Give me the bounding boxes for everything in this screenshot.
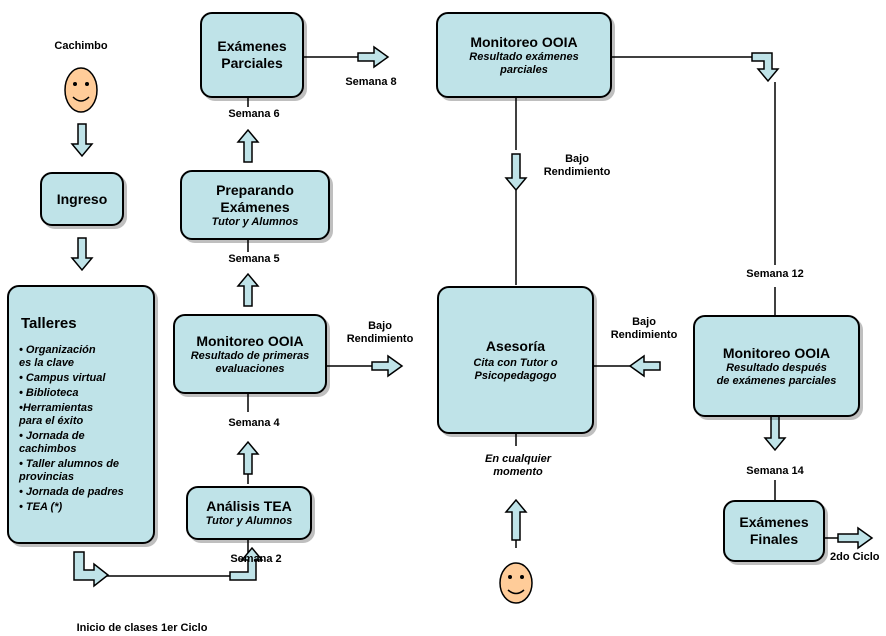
arrow-right-2 xyxy=(371,354,404,378)
monitoreo-ooia-2-box[interactable]: Monitoreo OOIA Resultado exámenes parcia… xyxy=(436,12,612,98)
arrow-right-3 xyxy=(837,526,874,550)
arrow-up-4 xyxy=(504,498,528,541)
inicio-clases-label: Inicio de clases 1er Ciclo xyxy=(76,622,208,634)
arrow-left-1 xyxy=(628,354,661,378)
arrow-right-1 xyxy=(357,45,390,69)
examenes-finales-box[interactable]: Exámenes Finales xyxy=(723,500,825,562)
semana-14-label: Semana 14 xyxy=(746,465,804,477)
analisis-tea-subtitle: Tutor y Alumnos xyxy=(205,515,293,527)
face-top xyxy=(64,67,98,113)
arrow-up-1 xyxy=(236,128,260,163)
preparando-title: Preparando Exámenes xyxy=(216,181,294,215)
arrow-up-2 xyxy=(236,272,260,307)
bajo-rendimiento-label: Bajo Rendimiento xyxy=(543,153,611,178)
talleres-box[interactable]: Talleres • Organización es la clave • Ca… xyxy=(7,285,155,544)
semana-8-label: Semana 8 xyxy=(345,76,397,88)
segundo-ciclo-label: 2do Ciclo xyxy=(830,551,880,563)
talleres-item: • Jornada de cachimbos xyxy=(19,430,85,455)
talleres-item: • Biblioteca xyxy=(19,387,79,399)
finales-title: Exámenes Finales xyxy=(739,514,809,547)
arrow-down-4 xyxy=(763,413,787,452)
asesoria-subtitle: Cita con Tutor o Psicopedagogo xyxy=(473,356,558,382)
cachimbo-label: Cachimbo xyxy=(54,40,108,52)
asesoria-title: Asesoría xyxy=(485,337,546,354)
semana-12-label: Semana 12 xyxy=(746,268,804,280)
monitoreo-ooia-1-box[interactable]: Monitoreo OOIA Resultado de primeras eva… xyxy=(173,314,327,394)
talleres-item: • Campus virtual xyxy=(19,372,106,384)
parciales-title: Exámenes Parciales xyxy=(217,38,287,71)
analisis-tea-title: Análisis TEA xyxy=(206,498,292,514)
talleres-item: • Taller alumnos de provincias xyxy=(19,458,120,483)
monitoreo-3-title: Monitoreo OOIA xyxy=(722,344,831,361)
examenes-parciales-box[interactable]: Exámenes Parciales xyxy=(200,12,304,98)
en-cualquier-momento-label: En cualquier momento xyxy=(484,453,552,478)
semana-2-label: Semana 2 xyxy=(230,553,282,565)
talleres-list: • Organización es la clave • Campus virt… xyxy=(19,344,124,516)
arrow-bent-1 xyxy=(751,52,780,83)
monitoreo-1-title: Monitoreo OOIA xyxy=(196,332,304,349)
asesoria-box[interactable]: Asesoría Cita con Tutor o Psicopedagogo xyxy=(437,286,594,434)
bajo-rendimiento-label: Bajo Rendimiento xyxy=(346,320,414,345)
preparando-examenes-box[interactable]: Preparando Exámenes Tutor y Alumnos xyxy=(180,170,330,240)
arrow-bent-3 xyxy=(229,546,264,581)
face-bottom xyxy=(499,562,533,604)
arrow-down-2 xyxy=(70,237,94,272)
semana-6-label: Semana 6 xyxy=(228,108,280,120)
talleres-item: • Organización es la clave xyxy=(19,344,96,369)
arrow-down-1 xyxy=(70,123,94,158)
ingreso-box[interactable]: Ingreso xyxy=(40,172,124,226)
semana-4-label: Semana 4 xyxy=(228,417,280,429)
monitoreo-2-title: Monitoreo OOIA xyxy=(470,33,578,50)
analisis-tea-box[interactable]: Análisis TEA Tutor y Alumnos xyxy=(186,486,312,540)
arrow-bent-2 xyxy=(73,551,110,588)
arrow-down-3 xyxy=(504,153,528,192)
monitoreo-1-subtitle: Resultado de primeras evaluaciones xyxy=(190,349,310,375)
talleres-item: • TEA (*) xyxy=(19,501,63,513)
talleres-item: •Herramientas para el éxito xyxy=(19,402,94,427)
monitoreo-3-subtitle: Resultado después de exámenes parciales xyxy=(716,361,837,387)
monitoreo-ooia-3-box[interactable]: Monitoreo OOIA Resultado después de exám… xyxy=(693,315,860,417)
semana-5-label: Semana 5 xyxy=(228,253,280,265)
monitoreo-2-subtitle: Resultado exámenes parciales xyxy=(469,50,579,76)
bajo-rendimiento-label: Bajo Rendimiento xyxy=(610,316,678,341)
talleres-title: Talleres xyxy=(21,315,77,332)
arrow-up-3 xyxy=(236,440,260,475)
preparando-subtitle: Tutor y Alumnos xyxy=(211,215,299,228)
ingreso-title: Ingreso xyxy=(56,190,108,207)
talleres-item: • Jornada de padres xyxy=(19,486,124,498)
